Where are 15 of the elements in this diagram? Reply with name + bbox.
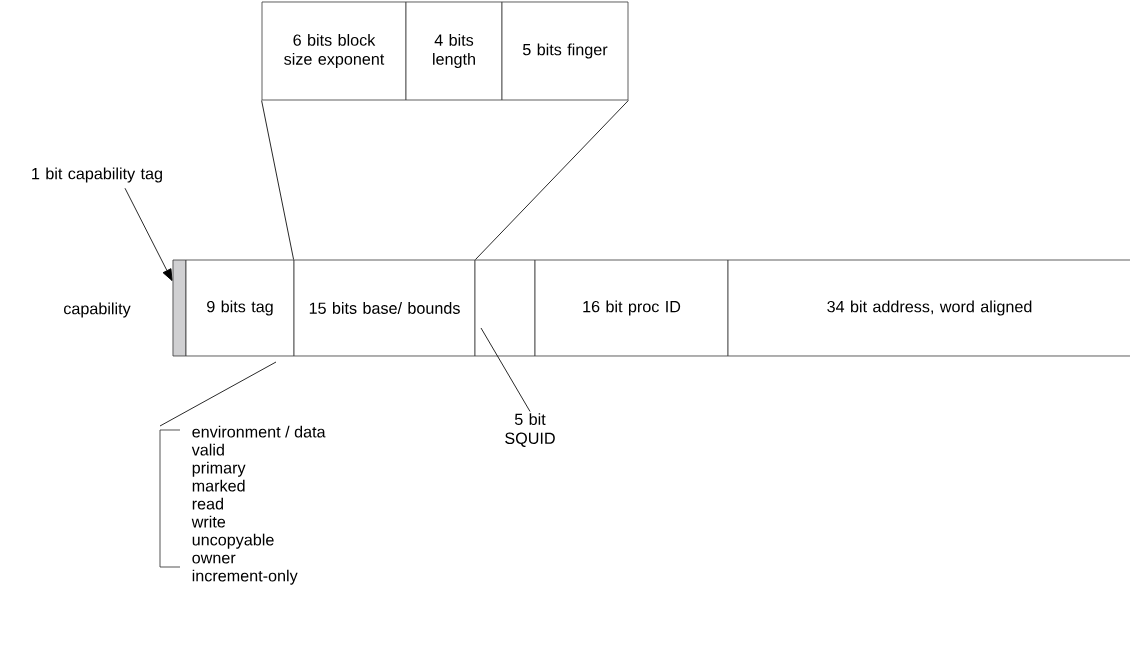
row-label: capability <box>64 302 131 318</box>
field-box <box>474 259 536 357</box>
field-box: 9 bits tag <box>185 259 295 357</box>
field-box: 5 bits finger <box>501 1 629 101</box>
field-box: 6 bits block size exponent <box>261 1 407 101</box>
callout-text: 5 bit SQUID <box>505 413 555 447</box>
callout-text: 1 bit capability tag <box>32 167 162 183</box>
arrow <box>124 187 173 281</box>
tag-bit-bar <box>172 259 187 357</box>
expansion-line <box>475 100 629 260</box>
flag-list: environment / data valid primary marked read write uncopyable owner increment-only <box>191 425 326 585</box>
field-box: 4 bits length <box>405 1 503 101</box>
expansion-line <box>261 100 295 260</box>
leader-line <box>159 361 277 427</box>
leader-line <box>480 327 531 412</box>
